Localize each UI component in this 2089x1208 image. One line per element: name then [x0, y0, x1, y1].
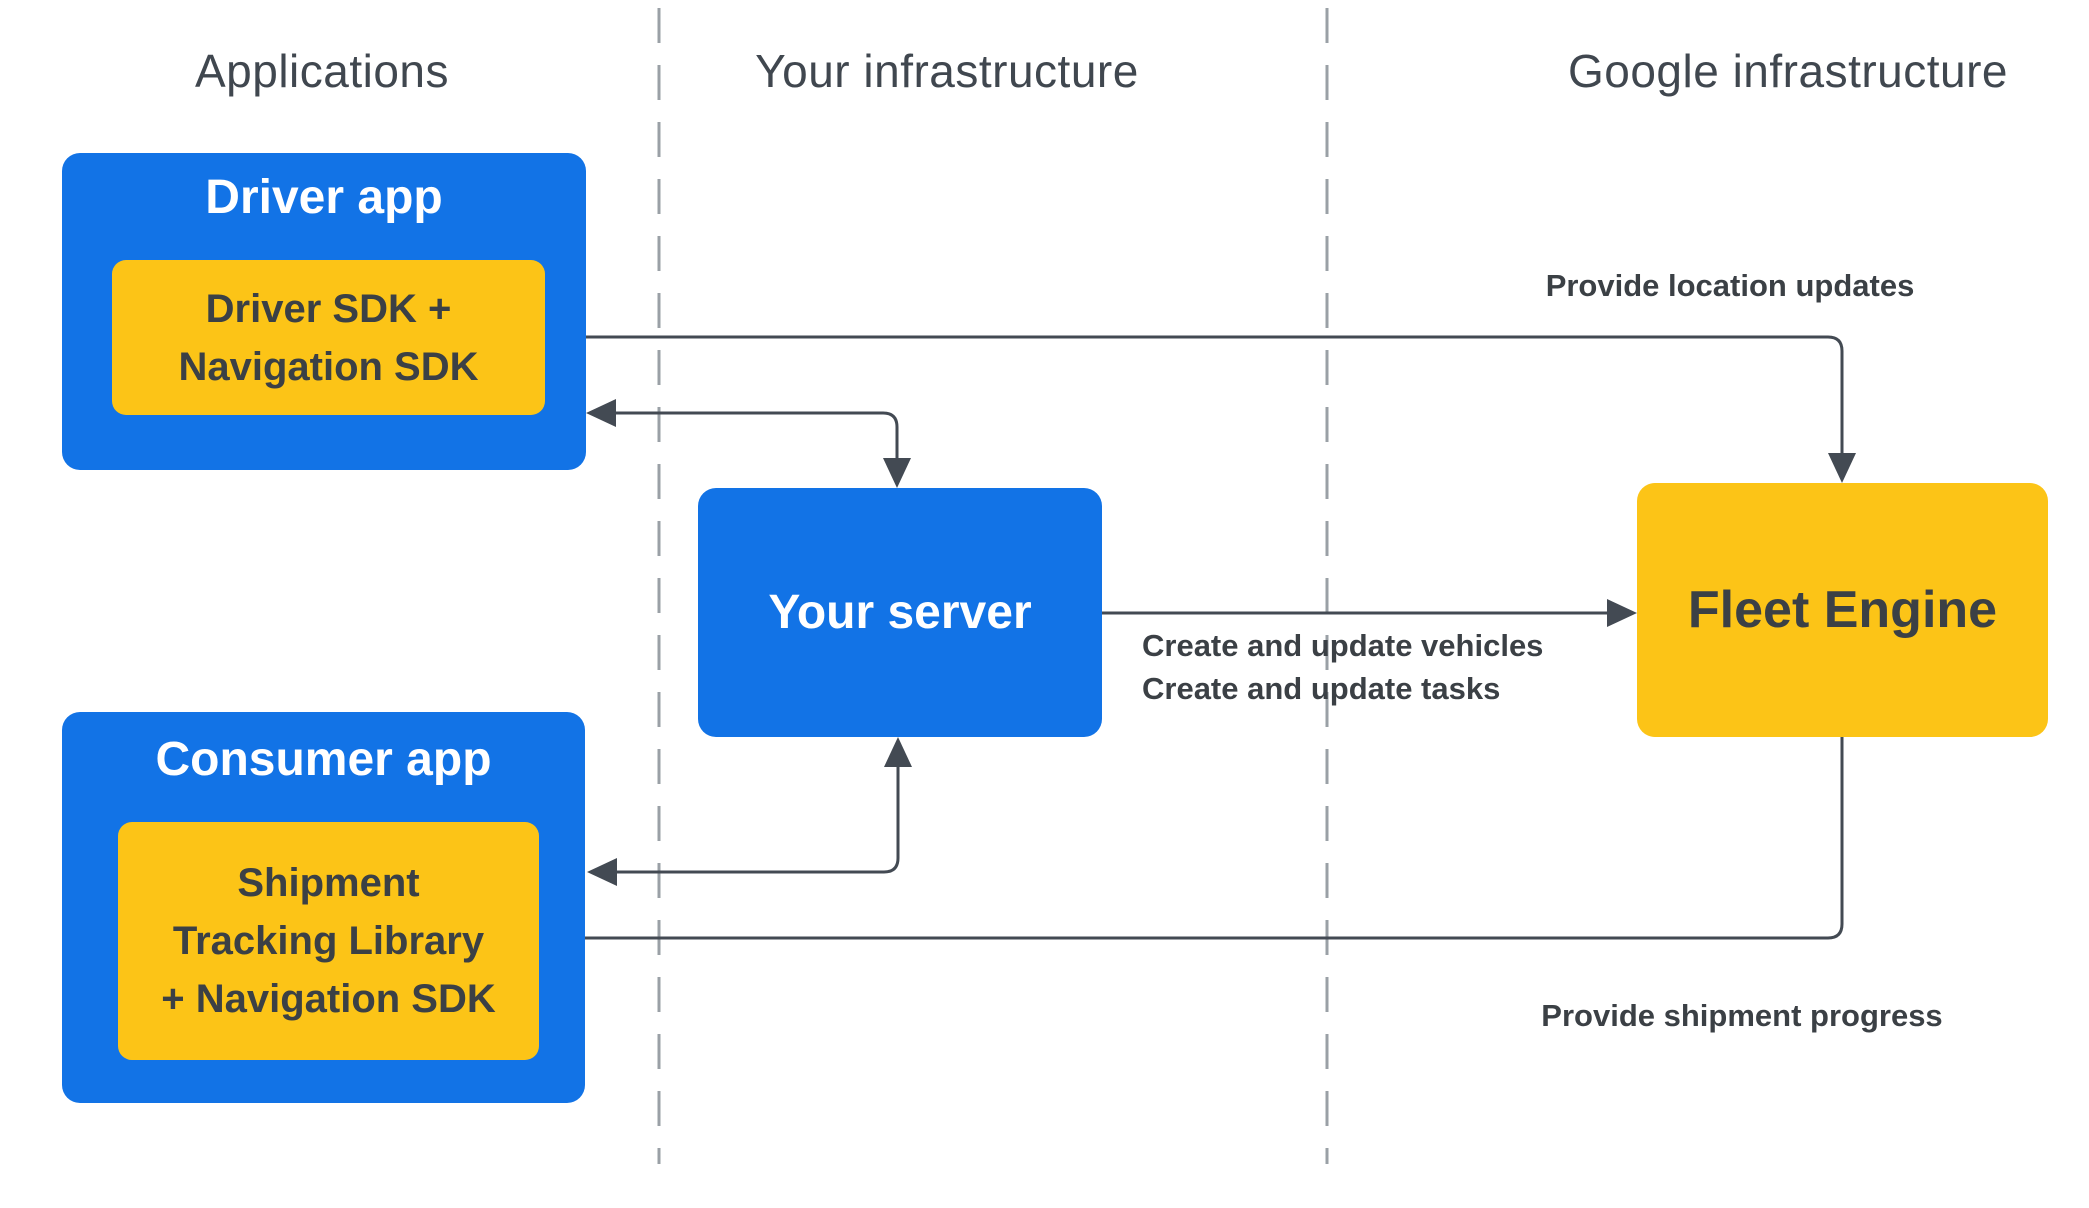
consumer-app-title: Consumer app [155, 733, 492, 786]
shipment-tracking-library-node: Shipment Tracking Library + Navigation S… [118, 822, 539, 1060]
arrowhead-into-your-server-bottom-icon [884, 737, 912, 767]
edge-line [615, 765, 900, 874]
edge-label-create-tasks: Create and update tasks [1142, 671, 1501, 706]
driver-sdk-node: Driver SDK + Navigation SDK [112, 260, 545, 415]
edge-provide-location-updates [547, 323, 1856, 483]
edge-line [614, 411, 899, 460]
edge-label-provide-location-updates: Provide location updates [1545, 268, 1915, 303]
arrowhead-into-consumer-app-icon [587, 858, 617, 886]
edge-your-server-consumer-app [587, 737, 912, 886]
driver-sdk-label-line: Navigation SDK [178, 344, 479, 389]
edge-label-create-vehicles: Create and update vehicles [1142, 628, 1544, 663]
edge-label-provide-shipment-progress: Provide shipment progress [1541, 998, 1943, 1033]
driver-sdk-label-line: Driver SDK + [205, 286, 452, 331]
edge-driver-app-your-server [586, 399, 911, 488]
edge-label-create-and-update: Create and update vehicles Create and up… [1142, 624, 1543, 710]
edge-line [577, 335, 1844, 455]
shipment-library-label-line: Shipment [237, 861, 420, 905]
your-server-title: Your server [768, 585, 1032, 639]
shipment-library-label-line: + Navigation SDK [161, 977, 496, 1021]
shipment-library-label-line: Tracking Library [172, 919, 485, 963]
edge-create-and-update [1102, 599, 1637, 627]
driver-app-node: Driver app Driver SDK + Navigation SDK [62, 153, 586, 470]
arrowhead-into-your-server-top-icon [883, 458, 911, 488]
edge-provide-shipment-progress [540, 737, 1844, 952]
your-server-node: Your server [698, 488, 1102, 737]
arrowhead-into-fleet-engine-left-icon [1607, 599, 1637, 627]
arrowhead-into-driver-app-icon [586, 399, 616, 427]
consumer-app-node: Consumer app Shipment Tracking Library +… [62, 712, 585, 1103]
edge-line [568, 737, 1844, 940]
driver-app-title: Driver app [205, 171, 443, 224]
column-heading-google-infrastructure: Google infrastructure [1567, 45, 2009, 97]
column-heading-applications: Applications [194, 45, 450, 97]
fleet-engine-title: Fleet Engine [1687, 581, 1998, 639]
fleet-engine-node: Fleet Engine [1637, 483, 2048, 737]
arrowhead-into-fleet-engine-top-icon [1828, 453, 1856, 483]
column-heading-your-infrastructure: Your infrastructure [755, 45, 1139, 97]
